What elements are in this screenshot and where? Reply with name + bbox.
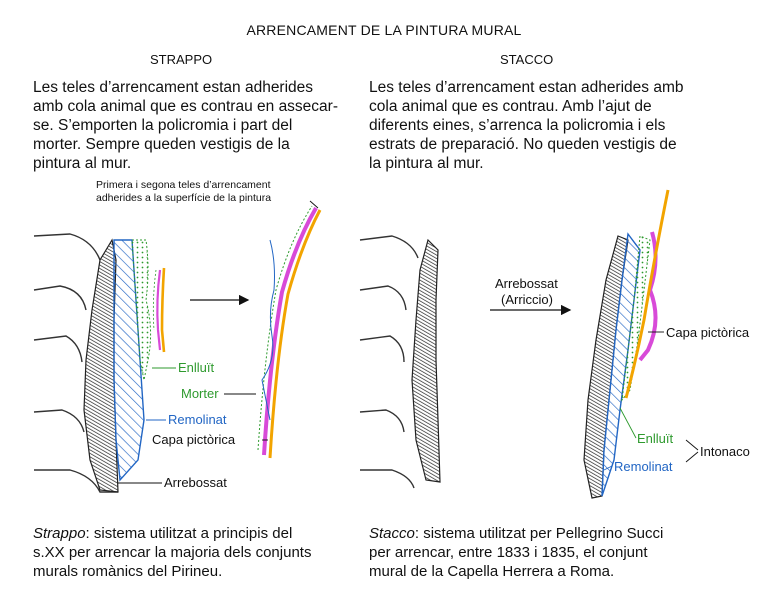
strappo-removed-strip xyxy=(257,205,322,459)
strappo-morter-layer xyxy=(131,239,152,381)
strappo-detached-strip-small xyxy=(152,267,166,353)
strappo-note-line: Primera i segona teles d’arrencament xyxy=(96,179,271,191)
stacco-description-line: diferents eines, s’arrenca la policromia… xyxy=(369,117,666,134)
stacco-footer-line: : sistema utilitzat per Pellegrino Succi xyxy=(414,525,664,542)
page-title: ARRENCAMENT DE LA PINTURA MURAL xyxy=(246,22,522,38)
strappo-footer-term: Strappo xyxy=(33,525,86,542)
stacco-description: Les teles d’arrencament estan adherides … xyxy=(369,78,684,173)
stacco-heading: STACCO xyxy=(500,52,554,67)
stacco-description-line: cola animal que es contrau. Amb l’ajut d… xyxy=(369,98,652,115)
stacco-arrebossat-layer xyxy=(411,238,441,483)
stacco-leaders xyxy=(603,331,699,471)
stacco-label-arrebossat: Arrebossat xyxy=(495,276,558,291)
strappo-canvas-note: Primera i segona teles d’arrencament adh… xyxy=(96,179,271,205)
strappo-heading: STRAPPO xyxy=(150,52,213,67)
stacco-footer: Stacco: sistema utilitzat per Pellegrino… xyxy=(369,524,663,581)
strappo-wall-section xyxy=(33,233,152,493)
stacco-label-enlluit: Enlluït xyxy=(637,431,674,446)
strappo-arrebossat-layer xyxy=(83,238,119,493)
stacco-footer-line: mural de la Capella Herrera a Roma. xyxy=(369,563,615,580)
stacco-removed-strip xyxy=(583,189,670,499)
strappo-description-line: morter. Sempre queden vestigis de la xyxy=(33,136,290,153)
strappo-label-arrebossat: Arrebossat xyxy=(164,475,227,490)
stacco-enlluit-layer xyxy=(621,235,651,402)
stacco-label-remolinat: Remolinat xyxy=(614,459,673,474)
strappo-description-line: amb cola animal que es contrau en asseca… xyxy=(33,98,338,115)
strappo-description-line: se. S’emporten la policromia i part del xyxy=(33,117,293,134)
stacco-wall-section xyxy=(359,235,441,489)
strappo-description: Les teles d’arrencament estan adherides … xyxy=(33,78,338,173)
strappo-footer-line: murals romànics del Pirineu. xyxy=(33,563,223,580)
strappo-label-morter: Morter xyxy=(181,386,219,401)
strappo-label-enlluit: Enlluït xyxy=(178,360,215,375)
strappo-leaders xyxy=(118,200,319,484)
strappo-description-line: Les teles d’arrencament estan adherides xyxy=(33,79,314,96)
strappo-label-remolinat: Remolinat xyxy=(168,412,227,427)
stacco-footer-term: Stacco xyxy=(369,525,415,542)
strappo-description-line: pintura al mur. xyxy=(33,155,132,172)
stacco-description-line: estrats de preparació. No queden vestigi… xyxy=(369,136,677,153)
strappo-label-capa: Capa pictòrica xyxy=(152,432,236,447)
strappo-footer-line: s.XX per arrencar la majoria dels conjun… xyxy=(33,544,312,561)
stacco-label-intonaco: Intonaco xyxy=(700,444,750,459)
strappo-note-line: adherides a la superfície de la pintura xyxy=(96,192,272,204)
stacco-description-line: la pintura al mur. xyxy=(369,155,484,172)
strappo-footer: Strappo: sistema utilitzat a principis d… xyxy=(33,524,311,581)
stacco-footer-line: per arrencar, entre 1833 i 1835, el conj… xyxy=(369,544,648,561)
stacco-description-line: Les teles d’arrencament estan adherides … xyxy=(369,79,684,96)
stacco-label-capa: Capa pictòrica xyxy=(666,325,750,340)
stacco-label-arriccio: (Arriccio) xyxy=(501,292,553,307)
strappo-footer-line: : sistema utilitzat a principis del xyxy=(85,525,293,542)
